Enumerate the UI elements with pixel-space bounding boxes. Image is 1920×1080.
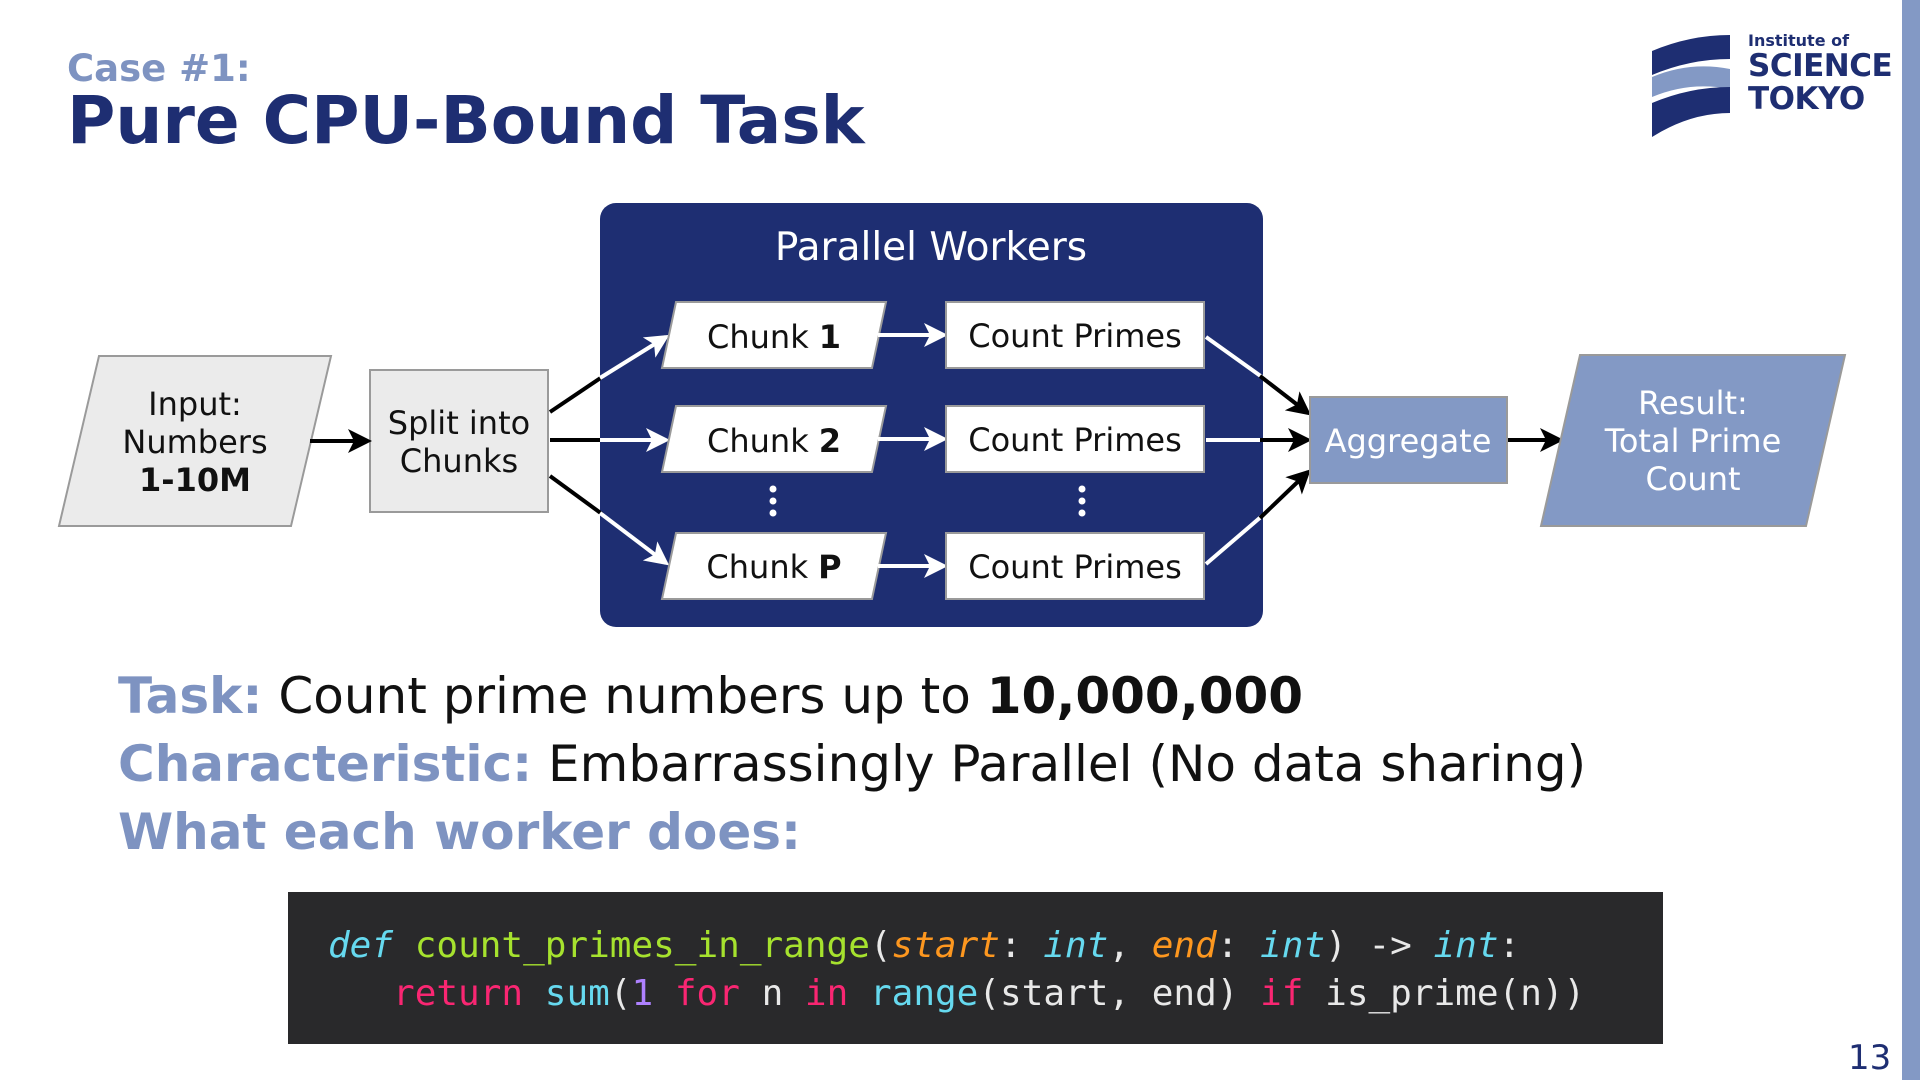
page-number: 13	[1848, 1038, 1892, 1078]
parallel-workers-title: Parallel Workers	[775, 225, 1087, 270]
chunk-2-label: Chunk 2	[707, 422, 841, 460]
characteristic-line: Characteristic: Embarrassingly Parallel …	[118, 735, 1586, 793]
result-line-2: Total Prime	[1604, 422, 1782, 460]
code-line-2: return sum(1 for n in range(start, end) …	[328, 970, 1663, 1018]
chunk-1-word: Chunk	[707, 318, 809, 356]
chunk-2-number: 2	[819, 422, 841, 460]
split-line-2: Chunks	[400, 442, 518, 480]
code-token: (start, end)	[978, 973, 1261, 1014]
case-label: Case #1:	[67, 47, 251, 90]
result-line-1: Result:	[1638, 384, 1748, 422]
arrow-count-p-agg-b	[1258, 469, 1311, 520]
arrow-split-chunk-1-a	[548, 375, 604, 414]
characteristic-text: Embarrassingly Parallel (No data sharing…	[548, 735, 1587, 793]
count-box-2	[945, 405, 1205, 473]
code-token: is_prime(n))	[1303, 973, 1586, 1014]
slide-edge-bar	[1902, 0, 1920, 1080]
code-token: for	[674, 973, 740, 1014]
arrow-split-chunk-1-b	[598, 334, 670, 380]
count-label-1: Count Primes	[968, 317, 1182, 355]
code-token: :	[1498, 925, 1521, 966]
code-token: count_primes_in_range	[414, 925, 870, 966]
code-token: sum	[544, 973, 610, 1014]
logo-line-1: Institute of	[1748, 31, 1850, 50]
task-text: Count prime numbers up to	[278, 667, 971, 725]
input-line-3: 1-10M	[139, 461, 251, 499]
count-label-p: Count Primes	[968, 548, 1182, 586]
code-token: start	[891, 925, 1000, 966]
count-ellipsis-icon	[1078, 485, 1086, 517]
arrow-split-chunk-p-a	[548, 474, 604, 516]
aggregate-label: Aggregate	[1325, 422, 1492, 460]
logo-line-3: TOKYO	[1748, 81, 1865, 117]
slide-title: Pure CPU-Bound Task	[67, 82, 865, 159]
chunk-1-label: Chunk 1	[707, 318, 841, 356]
code-token: n	[739, 973, 805, 1014]
code-token: ) ->	[1325, 925, 1434, 966]
code-block: def count_primes_in_range(start: int, en…	[288, 892, 1663, 1044]
result-shape	[1539, 354, 1847, 527]
chunk-p-shape	[660, 532, 888, 600]
input-shape	[57, 355, 333, 527]
code-token: return	[393, 973, 524, 1014]
count-label-2: Count Primes	[968, 421, 1182, 459]
code-token: int	[1043, 925, 1109, 966]
code-token: 1	[631, 973, 654, 1014]
arrow-split-chunk-p-b	[598, 511, 670, 566]
code-token: :	[999, 925, 1044, 966]
code-token: int	[1433, 925, 1499, 966]
split-line-1: Split into	[388, 404, 530, 442]
chunk-2-word: Chunk	[707, 422, 809, 460]
code-token: (	[609, 973, 632, 1014]
code-token: int	[1260, 925, 1326, 966]
code-token	[328, 973, 393, 1014]
chunk-p-word: Chunk	[706, 548, 808, 586]
code-token: range	[869, 973, 979, 1014]
characteristic-label: Characteristic:	[118, 735, 533, 793]
chunk-p-label: Chunk P	[706, 548, 841, 586]
institute-logo-icon	[1652, 35, 1730, 137]
task-value: 10,000,000	[986, 667, 1304, 725]
input-line-2: Numbers	[122, 423, 267, 461]
arrow-count-1-agg-b	[1258, 374, 1312, 416]
count-box-p	[945, 532, 1205, 600]
logo-line-2: SCIENCE	[1748, 48, 1893, 84]
code-token: (	[869, 925, 892, 966]
chunk-p-number: P	[818, 548, 841, 586]
code-token: :	[1216, 925, 1261, 966]
code-token: end	[1151, 925, 1217, 966]
aggregate-box	[1309, 396, 1508, 484]
logo-wordmark: Institute of SCIENCE TOKYO	[1748, 31, 1893, 117]
arrow-count-1-agg-a	[1204, 335, 1264, 379]
code-token: if	[1260, 973, 1304, 1014]
code-token: ,	[1108, 925, 1152, 966]
arrow-count-p-agg-a	[1204, 514, 1264, 566]
code-line-1: def count_primes_in_range(start: int, en…	[328, 922, 1663, 970]
worker-line: What each worker does:	[118, 803, 801, 861]
result-line-3: Count	[1645, 460, 1740, 498]
chunk-2-shape	[660, 405, 888, 473]
task-line: Task: Count prime numbers up to 10,000,0…	[118, 667, 1303, 725]
count-box-1	[945, 301, 1205, 369]
task-label: Task:	[118, 667, 263, 725]
chunk-1-shape	[660, 301, 888, 369]
input-line-1: Input:	[148, 385, 242, 423]
chunk-1-number: 1	[819, 318, 841, 356]
code-token: in	[804, 973, 849, 1014]
code-token: def	[328, 925, 394, 966]
worker-label: What each worker does:	[118, 803, 801, 861]
chunk-ellipsis-icon	[769, 485, 777, 517]
